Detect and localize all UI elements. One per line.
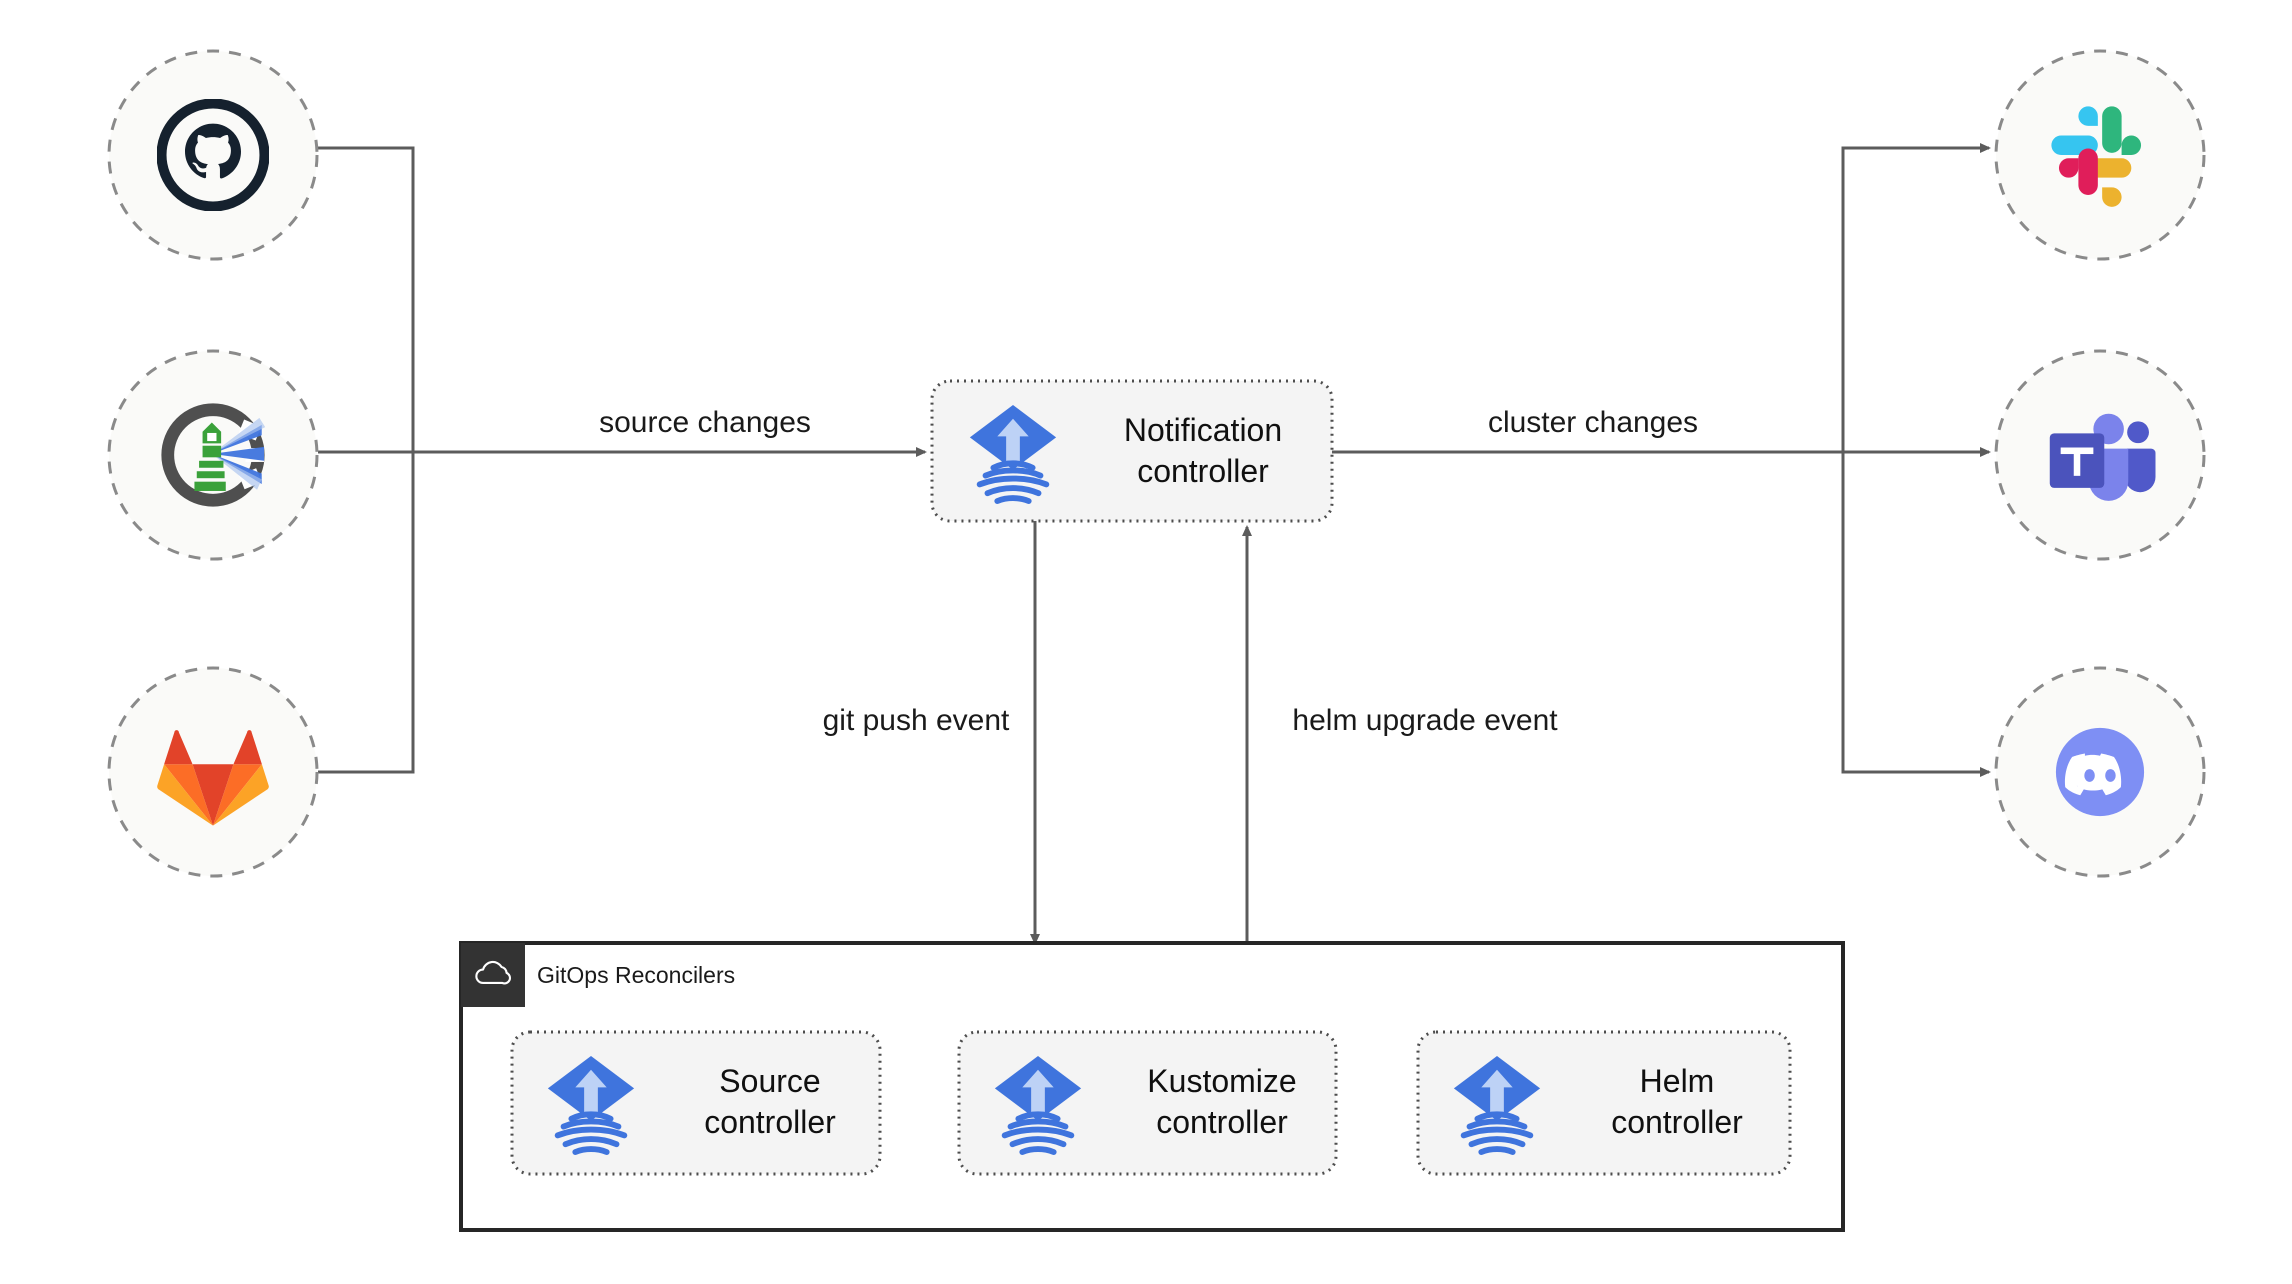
node-label-line1: Source (719, 1063, 820, 1099)
source-node-github[interactable] (107, 49, 319, 261)
group-title: GitOps Reconcilers (537, 962, 735, 988)
source-node-flux[interactable] (107, 349, 319, 561)
edge-label-git-push-event: git push event (823, 704, 1010, 737)
node-label-line2: controller (1156, 1104, 1288, 1140)
node-label-line2: controller (1137, 453, 1269, 489)
dashed-circle (107, 49, 319, 261)
edge-bus-to-discord (1841, 452, 1991, 777)
edge-label-helm-upgrade-event: helm upgrade event (1292, 704, 1558, 737)
dashed-circle (1994, 49, 2206, 261)
source-node-gitlab[interactable] (107, 666, 319, 878)
edge-github-to-bus (318, 146, 415, 452)
node-label-line1: Helm (1640, 1063, 1715, 1099)
node-box (510, 1030, 882, 1176)
destination-node-teams[interactable] (1994, 349, 2206, 561)
destination-node-slack[interactable] (1994, 49, 2206, 261)
node-source-controller[interactable]: Source controller (510, 1030, 882, 1176)
node-helm-controller[interactable]: Helm controller (1416, 1030, 1792, 1176)
node-label-line1: Notification (1124, 412, 1282, 448)
edge-bus-to-slack (1841, 143, 1991, 452)
node-label-line2: controller (704, 1104, 836, 1140)
group-tab (461, 943, 525, 1007)
node-kustomize-controller[interactable]: Kustomize controller (957, 1030, 1338, 1176)
destination-node-discord[interactable] (1994, 666, 2206, 878)
node-notification-controller[interactable]: Notification controller (930, 379, 1334, 523)
edge-label-source-changes: source changes (599, 406, 811, 439)
edge-label-cluster-changes: cluster changes (1488, 406, 1698, 439)
node-box (930, 379, 1334, 523)
node-label-line2: controller (1611, 1104, 1743, 1140)
edge-gitlab-to-bus (318, 452, 415, 774)
node-label-line1: Kustomize (1147, 1063, 1296, 1099)
discord-icon (2055, 727, 2145, 817)
